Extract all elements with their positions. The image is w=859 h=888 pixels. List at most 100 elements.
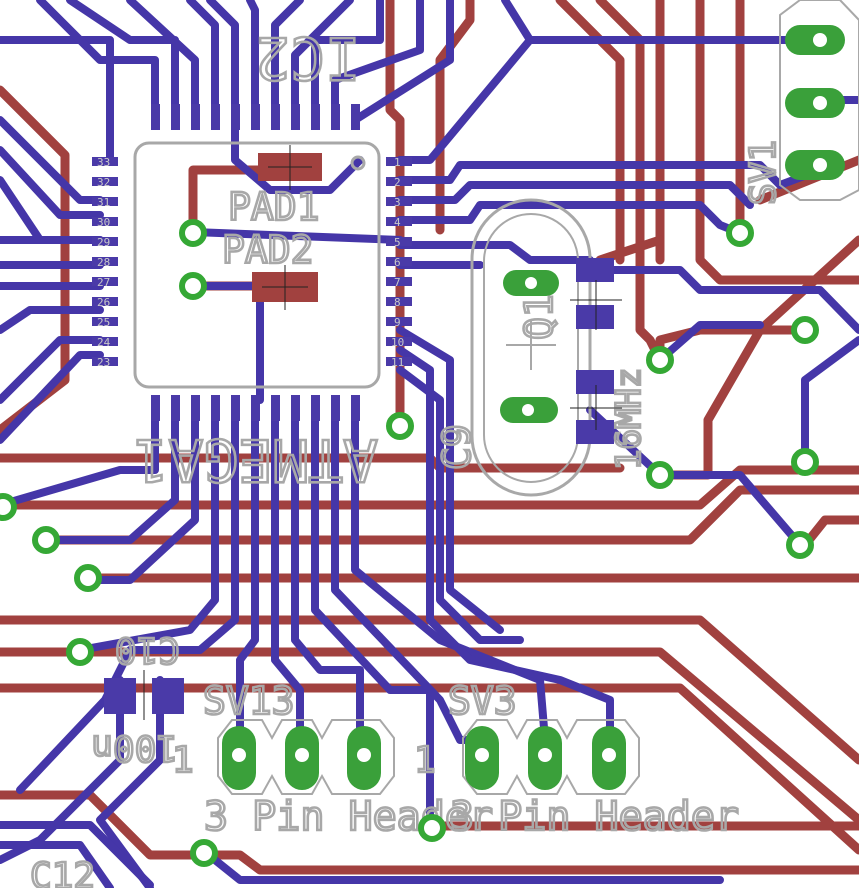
chip-top-label: IC2: [255, 24, 360, 92]
pin-number: 4: [394, 216, 401, 229]
bottom-trace: [396, 201, 744, 237]
capacitor-c10: C10 100n: [90, 628, 184, 769]
bottom-trace: [396, 181, 754, 209]
top-trace: [188, 165, 265, 237]
bottom-trace: [66, 0, 179, 124]
bottom-trace: [0, 821, 154, 888]
chip-pins-right: [386, 157, 412, 366]
bottom-trace: [656, 471, 804, 549]
pin-number: 23: [97, 356, 110, 369]
bottom-trace: [0, 306, 104, 334]
sv3-label: SV3: [448, 679, 517, 723]
pin-number: 7: [394, 276, 401, 289]
top-trace: [40, 485, 859, 545]
bottom-trace: [126, 0, 199, 124]
bottom-trace: [396, 326, 504, 634]
top-trace: [0, 647, 859, 825]
bottom-trace: [0, 406, 159, 509]
header-sv3: SV3 1 3 Pin Header: [413, 678, 741, 842]
chip-pins-top: [151, 104, 360, 130]
pin-number: 32: [97, 176, 110, 189]
bottom-trace: [0, 676, 124, 864]
pin-number: 10: [391, 336, 404, 349]
crystal: Q1 C9: [434, 198, 592, 497]
pin-number: 9: [394, 316, 401, 329]
pin-number: 2: [394, 176, 401, 189]
sv1-label: SV1: [743, 140, 784, 205]
xtal-freq-label: 16MHz: [609, 368, 649, 470]
bottom-trace: [396, 241, 594, 264]
top-trace: [595, 235, 665, 265]
top-trace: [800, 515, 859, 550]
top-trace: [0, 465, 859, 510]
bottom-trace: [96, 676, 164, 888]
bottom-trace: [311, 406, 434, 830]
bottom-partial-label: C12: [30, 856, 95, 888]
bottom-trace: [0, 841, 114, 888]
pin-number: 31: [97, 196, 110, 209]
via: [791, 448, 819, 476]
ic-chip: 1 2 3 4 5 6 7 8 9 10 11 33 32 31 30 29 2…: [92, 104, 412, 421]
bottom-trace: [0, 336, 104, 404]
pin-number: 25: [97, 316, 110, 329]
bottom-trace: [331, 0, 424, 124]
pin-numbers-right: 1 2 3 4 5 6 7 8 9 10 11: [391, 156, 404, 369]
via: [646, 346, 674, 374]
header-text-sv3: 3 Pin Header: [450, 794, 739, 840]
bottom-trace: [311, 0, 384, 124]
pin-number: 5: [394, 236, 401, 249]
bottom-trace: [351, 0, 454, 124]
header-text-sv13: 3 Pin Header: [204, 794, 493, 840]
via: [32, 526, 60, 554]
bottom-trace: [0, 351, 104, 444]
pad2-label: PAD2: [222, 228, 314, 272]
top-trace: [695, 0, 859, 285]
pin1-marker: 1: [414, 740, 436, 781]
pin-number: 28: [97, 256, 110, 269]
bottom-trace: [351, 406, 549, 744]
via: [791, 316, 819, 344]
cap-name-label: C10: [115, 629, 180, 670]
chip-pins-bottom: [151, 395, 360, 421]
pin1-dot: [350, 155, 366, 171]
top-trace: [555, 0, 625, 265]
bottom-trace: [201, 848, 724, 884]
bottom-trace: [236, 406, 259, 744]
bottom-trace: [186, 0, 219, 124]
pin-number: 24: [97, 336, 111, 349]
bottom-trace: [36, 0, 159, 124]
pin-number: 6: [394, 256, 401, 269]
via: [66, 638, 94, 666]
bottom-trace: [189, 228, 404, 244]
via: [386, 412, 414, 440]
via: [190, 839, 218, 867]
chip-pins-left: [92, 157, 118, 366]
bottom-trace: [206, 0, 364, 194]
pin-number: 33: [97, 156, 110, 169]
bottom-trace: [84, 406, 199, 584]
bottom-trace: [396, 346, 614, 744]
via: [179, 272, 207, 300]
bottom-trace: [801, 336, 859, 464]
top-trace: [385, 0, 405, 430]
header-sv1: SV1: [742, 0, 859, 206]
bottom-trace: [271, 0, 304, 124]
bottom-trace: [0, 116, 104, 204]
cap-value-label: 100n: [91, 727, 178, 768]
via: [726, 219, 754, 247]
vias: [0, 219, 819, 867]
pin-numbers-left: 33 32 31 30 29 28 27 26 25 24 23: [97, 156, 111, 369]
via: [646, 461, 674, 489]
via: [418, 814, 446, 842]
bottom-trace: [246, 0, 259, 124]
bottom-trace: [271, 406, 304, 744]
bottom-trace: [396, 366, 524, 644]
pin-number: 8: [394, 296, 401, 309]
bottom-trace: [291, 406, 364, 744]
bottom-trace: [291, 0, 354, 124]
bottom-trace: [656, 321, 764, 364]
pin-number: 1: [394, 156, 401, 169]
crystal-name-label: Q1: [517, 294, 561, 340]
via: [786, 531, 814, 559]
